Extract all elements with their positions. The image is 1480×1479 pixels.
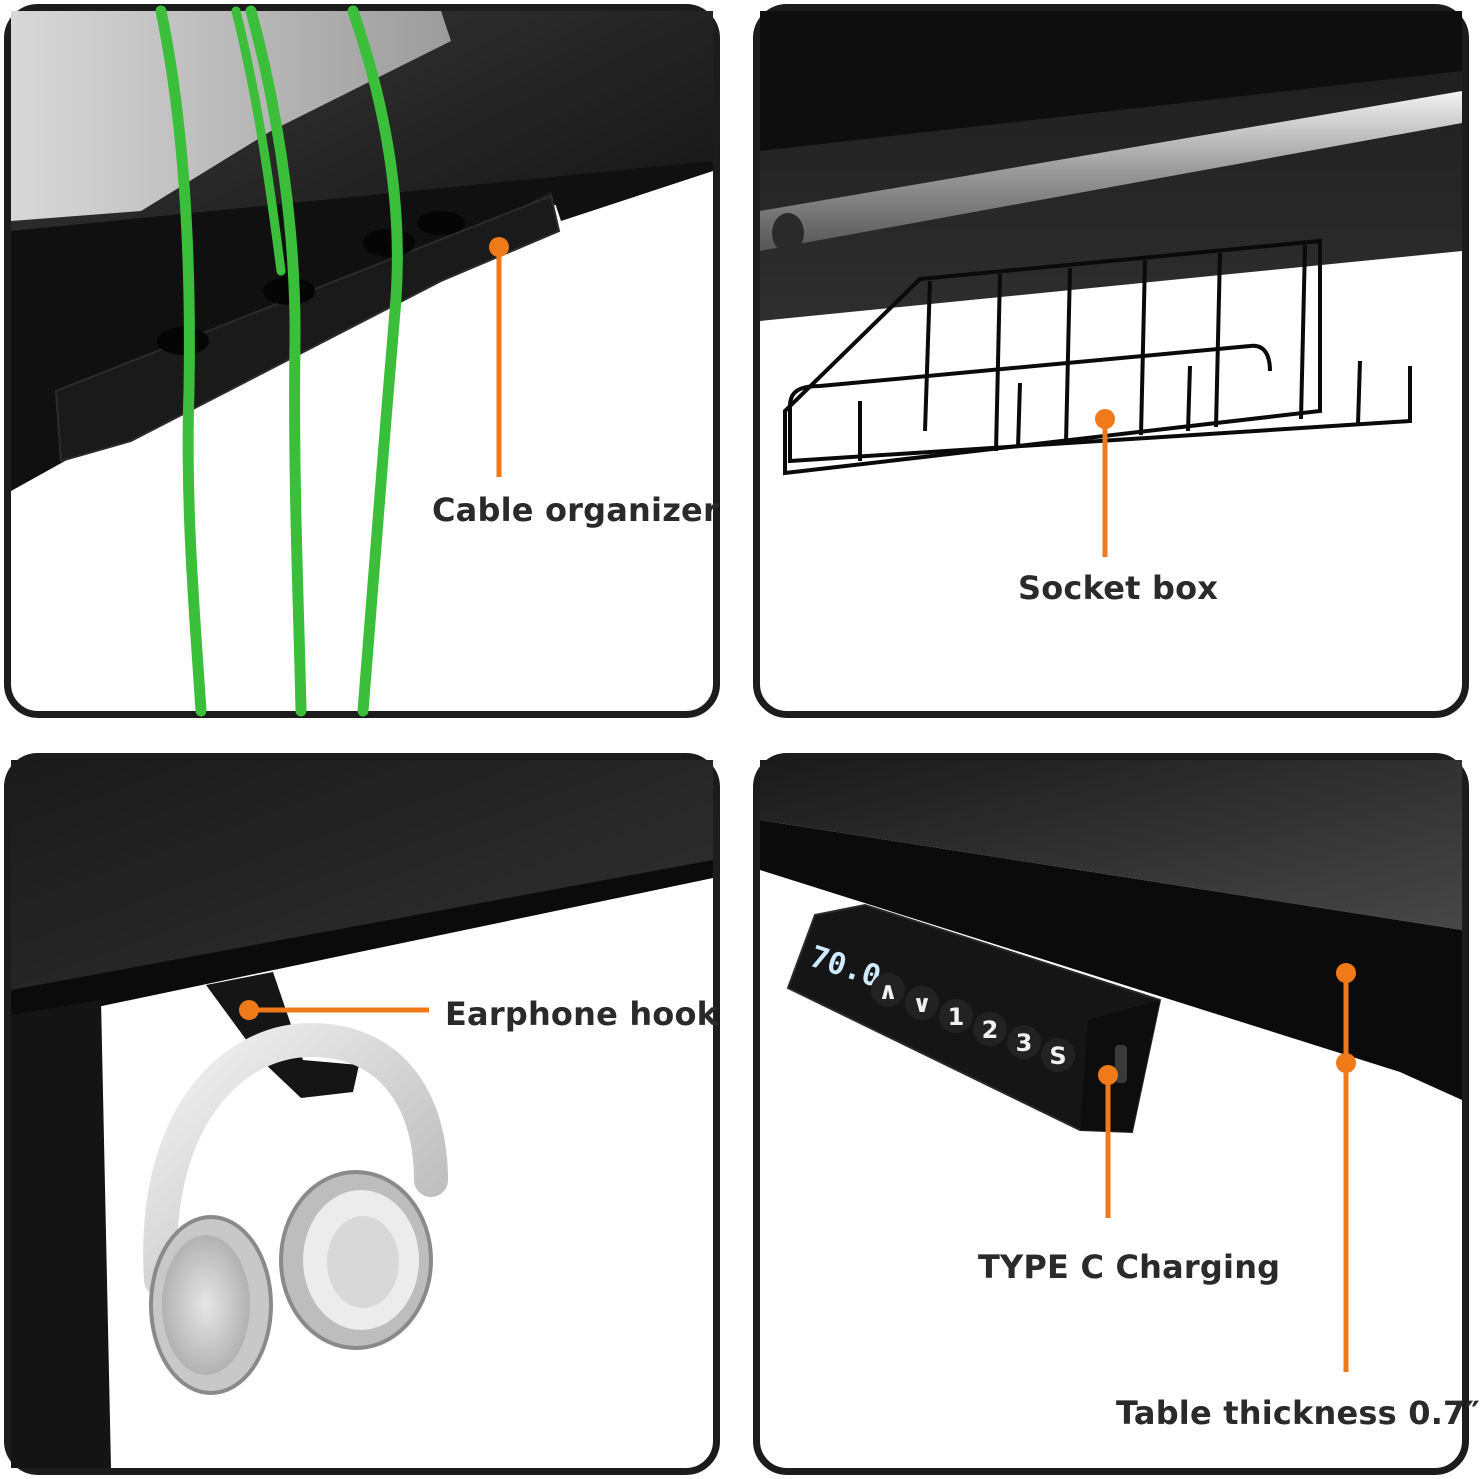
callout-dot	[239, 1000, 259, 1020]
desk-leg	[11, 1000, 111, 1468]
cable-organizer-scene	[11, 5, 713, 717]
panel-socket-box: Socket box	[753, 4, 1469, 718]
callout-dot	[489, 237, 509, 257]
callout-cable-organizer: Cable organizer	[432, 491, 719, 529]
callout-dot	[1095, 409, 1115, 429]
control-panel-scene: 70.0 ∧ ∨ 1 2 3 S	[760, 760, 1462, 1372]
earphone-hook-scene	[11, 760, 713, 1468]
rail-end-cap	[772, 213, 804, 253]
callout-socket-box: Socket box	[1018, 569, 1219, 607]
callout-dot-thickness-bottom	[1336, 1053, 1356, 1073]
callout-dot-thickness-top	[1336, 963, 1356, 983]
panel-control-and-thickness: 70.0 ∧ ∨ 1 2 3 S TYPE C Charging Table t…	[753, 753, 1480, 1475]
control-buttons: ∧ ∨ 1 2 3 S	[871, 973, 1075, 1072]
desk-front-edge	[760, 11, 1462, 151]
green-cables	[155, 5, 403, 717]
desk-top	[760, 760, 1462, 930]
monitor-stand	[11, 11, 451, 221]
button-preset-1[interactable]: 1	[948, 1003, 965, 1031]
height-control-panel: 70.0 ∧ ∨ 1 2 3 S	[786, 903, 1162, 1134]
desk-edge	[11, 860, 713, 1025]
button-save[interactable]: S	[1049, 1042, 1066, 1070]
callout-earphone-hook: Earphone hook	[445, 995, 719, 1033]
callout-dot-type-c	[1098, 1065, 1118, 1085]
socket-box-scene	[760, 11, 1462, 557]
callout-type-c-charging: TYPE C Charging	[978, 1248, 1281, 1286]
desk-top	[11, 760, 713, 1010]
headphones	[143, 1022, 448, 1395]
button-down[interactable]: ∨	[912, 990, 932, 1018]
panel-earphone-hook: Earphone hook	[4, 753, 720, 1475]
wire-basket	[783, 238, 1412, 476]
button-up[interactable]: ∧	[878, 977, 898, 1005]
button-preset-3[interactable]: 3	[1016, 1029, 1033, 1057]
callout-table-thickness: Table thickness 0.7″	[1116, 1394, 1480, 1432]
button-preset-2[interactable]: 2	[982, 1016, 999, 1044]
metal-rail	[760, 91, 1462, 251]
desk-edge	[760, 820, 1462, 1100]
panel-cable-organizer: Cable organizer	[4, 4, 720, 718]
organizer-bracket	[54, 194, 561, 463]
